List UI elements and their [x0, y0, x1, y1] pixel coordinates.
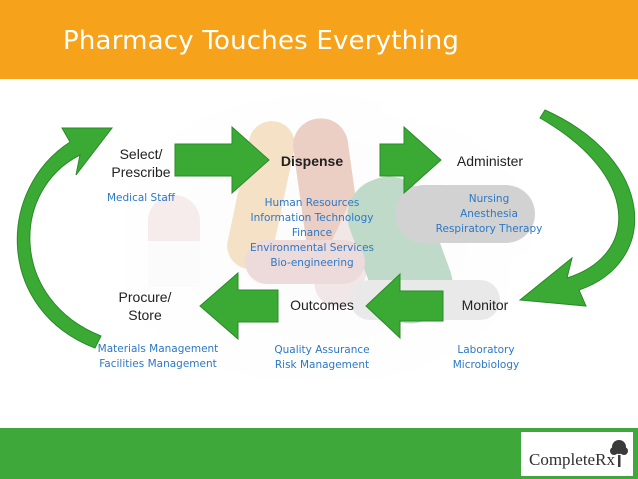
logo-wordmark: CompleteRx [529, 450, 615, 469]
arrow-outcomes-to-procure [199, 271, 279, 341]
outcomes-departments: Quality Assurance Risk Management [257, 343, 387, 373]
completerx-logo: CompleteRx [521, 432, 633, 476]
node-procure-store: Procure/ Store [100, 288, 190, 324]
dept-microbiology: Microbiology [452, 359, 520, 371]
dept-materials-management: Materials Management [97, 343, 219, 355]
dept-medical-staff: Medical Staff [106, 192, 175, 204]
dept-nursing: Nursing [468, 193, 510, 205]
dept-finance: Finance [291, 227, 333, 239]
dept-environmental-services: Environmental Services [249, 242, 374, 254]
monitor-departments: Laboratory Microbiology [426, 343, 546, 373]
node-outcomes: Outcomes [290, 297, 354, 313]
dept-bio-engineering: Bio-engineering [270, 257, 354, 269]
node-monitor: Monitor [461, 297, 509, 313]
arrow-select-to-dispense [174, 125, 270, 195]
footer-divider [0, 423, 638, 428]
page-title: Pharmacy Touches Everything [63, 26, 460, 56]
node-procure-label-line2: Store [128, 307, 162, 323]
arrow-dispense-to-administer [379, 125, 442, 195]
procure-departments: Materials Management Facilities Manageme… [83, 342, 233, 372]
dept-human-resources: Human Resources [264, 197, 360, 209]
dept-respiratory-therapy: Respiratory Therapy [435, 223, 543, 235]
node-select-label-line1: Select/ [119, 146, 163, 162]
administer-departments: Nursing Anesthesia Respiratory Therapy [424, 192, 554, 237]
dept-quality-assurance: Quality Assurance [274, 344, 370, 356]
arrow-procure-to-select [16, 127, 114, 349]
tree-icon [610, 440, 628, 467]
node-select-prescribe: Select/ Prescribe [96, 145, 186, 181]
dispense-departments: Human Resources Information Technology F… [237, 196, 387, 271]
dept-information-technology: Information Technology [250, 212, 374, 224]
node-dispense: Dispense [280, 153, 344, 169]
dept-anesthesia: Anesthesia [460, 208, 518, 220]
header-bar: Pharmacy Touches Everything [0, 0, 638, 79]
arrow-monitor-to-outcomes [365, 272, 444, 340]
node-administer: Administer [456, 153, 524, 169]
node-procure-label-line1: Procure/ [118, 289, 172, 305]
dept-risk-management: Risk Management [274, 359, 370, 371]
arrow-administer-to-monitor [518, 109, 636, 307]
dept-facilities-management: Facilities Management [99, 358, 217, 370]
node-select-label-line2: Prescribe [111, 164, 171, 180]
dept-laboratory: Laboratory [457, 344, 515, 356]
select-departments: Medical Staff [96, 191, 186, 206]
